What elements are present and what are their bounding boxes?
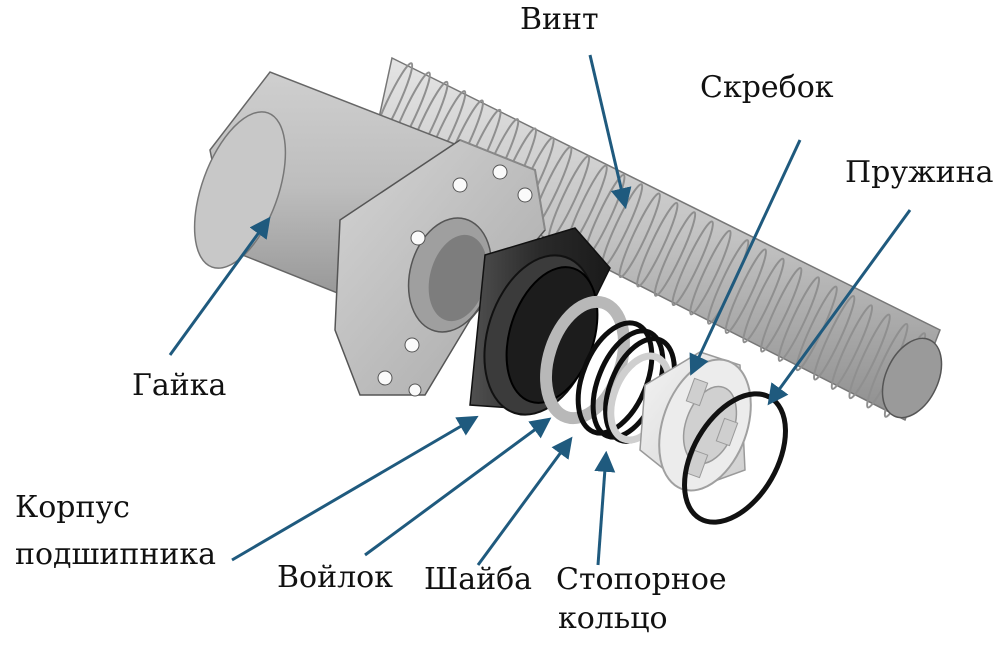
arrow-screw: [588, 54, 632, 210]
arrow-washer: [476, 436, 573, 566]
label-felt: Войлок: [277, 560, 393, 595]
label-bearing-housing-line2: подшипника: [15, 537, 217, 572]
arrow-retaining-ring: [594, 450, 616, 566]
arrow-nut: [168, 216, 271, 356]
thread-band: [830, 304, 874, 390]
thread-band: [760, 267, 803, 353]
thread-band: [742, 257, 785, 344]
label-retaining-ring-line2: кольцо: [558, 601, 668, 636]
thread-band: [777, 276, 821, 362]
label-screw: Винт: [520, 2, 599, 37]
label-washer: Шайба: [424, 562, 533, 597]
arrow-spring: [767, 209, 912, 406]
thread-band: [813, 295, 856, 381]
nut-flange: [334, 139, 546, 397]
bearing-housing: [469, 227, 611, 416]
arrow-scraper: [689, 139, 802, 376]
thread-band: [848, 313, 891, 400]
thread-band: [689, 229, 732, 316]
thread-band: [671, 220, 714, 307]
arrow-felt: [364, 417, 552, 557]
leader-arrows: [168, 54, 912, 566]
felt-ring: [540, 295, 630, 425]
label-spring: Пружина: [845, 155, 994, 190]
thread-band: [618, 192, 661, 279]
label-bearing-housing-line1: Корпус: [15, 490, 130, 525]
arrow-bearing-housing: [231, 415, 479, 562]
label-nut: Гайка: [132, 368, 227, 403]
label-scraper: Скребок: [700, 70, 834, 105]
thread-band: [636, 201, 679, 288]
label-retaining-ring-line1: Стопорное: [556, 562, 727, 597]
thread-band: [724, 248, 767, 334]
thread-band: [653, 211, 697, 297]
